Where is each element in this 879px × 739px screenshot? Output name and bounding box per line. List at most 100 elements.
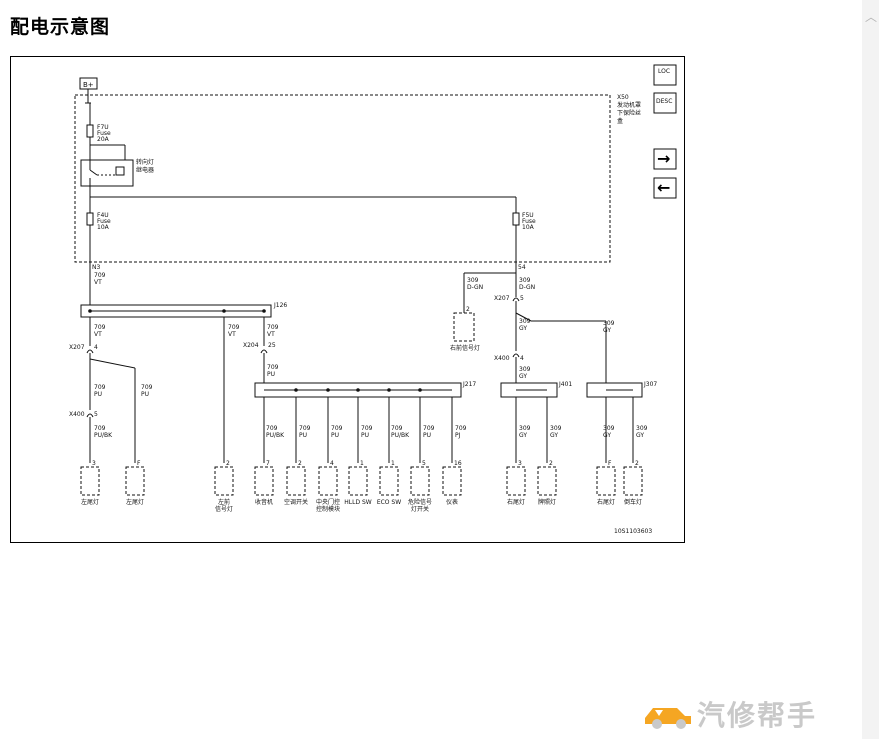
component-pin: 16	[454, 460, 462, 467]
component-pin: 7	[266, 460, 270, 467]
wire-j217-4: 709	[361, 425, 373, 432]
label-j217: J217	[462, 381, 476, 388]
wire-j217-1c: PU/BK	[266, 432, 285, 439]
wire-vt-b-c: VT	[228, 331, 236, 338]
watermark-text: 汽修帮手	[697, 699, 818, 732]
component-label: 左尾灯	[81, 498, 99, 506]
fuse-f4u-rating: 10A	[97, 224, 110, 231]
loc-label: LOC	[658, 68, 670, 75]
pin-rfs: 2	[466, 306, 470, 313]
wire-j217-5c: PU/BK	[391, 432, 410, 439]
component-label: HLLD SW	[344, 499, 372, 506]
fuse-f7u	[86, 124, 94, 138]
chevron-up-icon[interactable]: ︿	[865, 10, 878, 24]
label-j401: J401	[558, 381, 572, 388]
component-box	[125, 466, 145, 496]
label-rfs: 右前信号灯	[450, 344, 480, 352]
wire-j217-6c: PU	[423, 432, 431, 439]
relay-label-1: 转向灯	[136, 158, 154, 166]
component-pin: 2	[549, 460, 553, 467]
watermark: 汽修帮手	[643, 694, 817, 734]
component-box	[379, 466, 399, 496]
relay-coil	[115, 166, 125, 176]
wire-j217-3c: PU	[331, 432, 339, 439]
component-pin: 1	[360, 460, 364, 467]
wire-709-color: VT	[94, 279, 102, 286]
vertical-scrollbar[interactable]: ︿	[862, 0, 879, 739]
wire-j307-1c: GY	[603, 432, 611, 439]
pin-25: 25	[268, 342, 276, 349]
fuse-f5u-id: F5U	[522, 212, 534, 219]
conn-x204: X204	[243, 342, 259, 349]
wiring-diagram: B+ X50 发动机罩 下保险丝 盒 F7U Fuse 20A 转向灯 继电器 …	[10, 56, 685, 543]
loc-button[interactable]: LOC	[653, 64, 677, 86]
fuse-f5u-rating: 10A	[522, 224, 535, 231]
component-pin: 2	[226, 460, 230, 467]
turn-signal-relay	[80, 159, 134, 187]
component-pin: 4	[330, 460, 334, 467]
arrow-right-icon: →	[657, 149, 670, 168]
prev-button[interactable]: ←	[653, 177, 677, 199]
wire-709-num: 709	[94, 272, 106, 279]
component-label-2: 控制模块	[316, 505, 340, 513]
wire-vt-b: 709	[228, 324, 240, 331]
pin-4b: 4	[520, 355, 524, 362]
pin-4a: 4	[94, 344, 98, 351]
wire-pu-x204-c: PU	[267, 371, 275, 378]
component-label: 收音机	[255, 498, 273, 506]
fuse-f4u-id: F4U	[97, 212, 109, 219]
component-label: 左前	[218, 498, 230, 506]
fuse-box-label-1: X50	[617, 94, 629, 101]
wire-309-color: D-GN	[467, 284, 483, 291]
component-label: 倒车灯	[624, 498, 642, 506]
fuse-f4u	[86, 212, 94, 226]
component-label: 右尾灯	[597, 498, 615, 506]
fuse-f4u-type: Fuse	[97, 218, 111, 225]
component-box	[80, 466, 100, 496]
fuse-box-label-3: 下保险丝	[617, 109, 641, 117]
label-j307: J307	[643, 381, 657, 388]
fuse-box-outline	[74, 94, 611, 263]
fuse-f5u-type: Fuse	[522, 218, 536, 225]
desc-button[interactable]: DESC	[653, 92, 677, 114]
component-box	[286, 466, 306, 496]
wire-pu-x204: 709	[267, 364, 279, 371]
component-label-2: 信号灯	[215, 505, 233, 513]
wire-j217-1: 709	[266, 425, 278, 432]
figure-id: 10S1103603	[614, 528, 652, 535]
wire-pu-l2: 709	[141, 384, 153, 391]
next-button[interactable]: →	[653, 148, 677, 170]
wire-j401-2c: GY	[550, 432, 558, 439]
wire-309-color-2: D-GN	[519, 284, 535, 291]
wire-309gy-num-b: 309	[603, 320, 615, 327]
arrow-left-icon: ←	[657, 178, 670, 197]
fuse-box-label-2: 发动机罩	[617, 101, 641, 109]
component-box	[442, 466, 462, 496]
wire-309gy-num: 309	[519, 318, 531, 325]
component-box	[348, 466, 368, 496]
car-logo-icon	[645, 708, 691, 729]
pin-n3: N3	[92, 264, 100, 271]
conn-x207-l: X207	[69, 344, 85, 351]
component-box	[318, 466, 338, 496]
wire-vt-c-c: VT	[267, 331, 275, 338]
fuse-f5u	[512, 212, 520, 226]
component-pin: 3	[518, 460, 522, 467]
fuse-f7u-type: Fuse	[97, 130, 111, 137]
relay-label-2: 继电器	[136, 166, 154, 174]
page-title: 配电示意图	[10, 16, 111, 38]
wire-j217-2c: PU	[299, 432, 307, 439]
wire-309-num: 309	[467, 277, 479, 284]
wire-vt-a-c: VT	[94, 331, 102, 338]
wire-vt-c: 709	[267, 324, 279, 331]
wire-j217-7: 709	[455, 425, 467, 432]
component-label: 右尾灯	[507, 498, 525, 506]
